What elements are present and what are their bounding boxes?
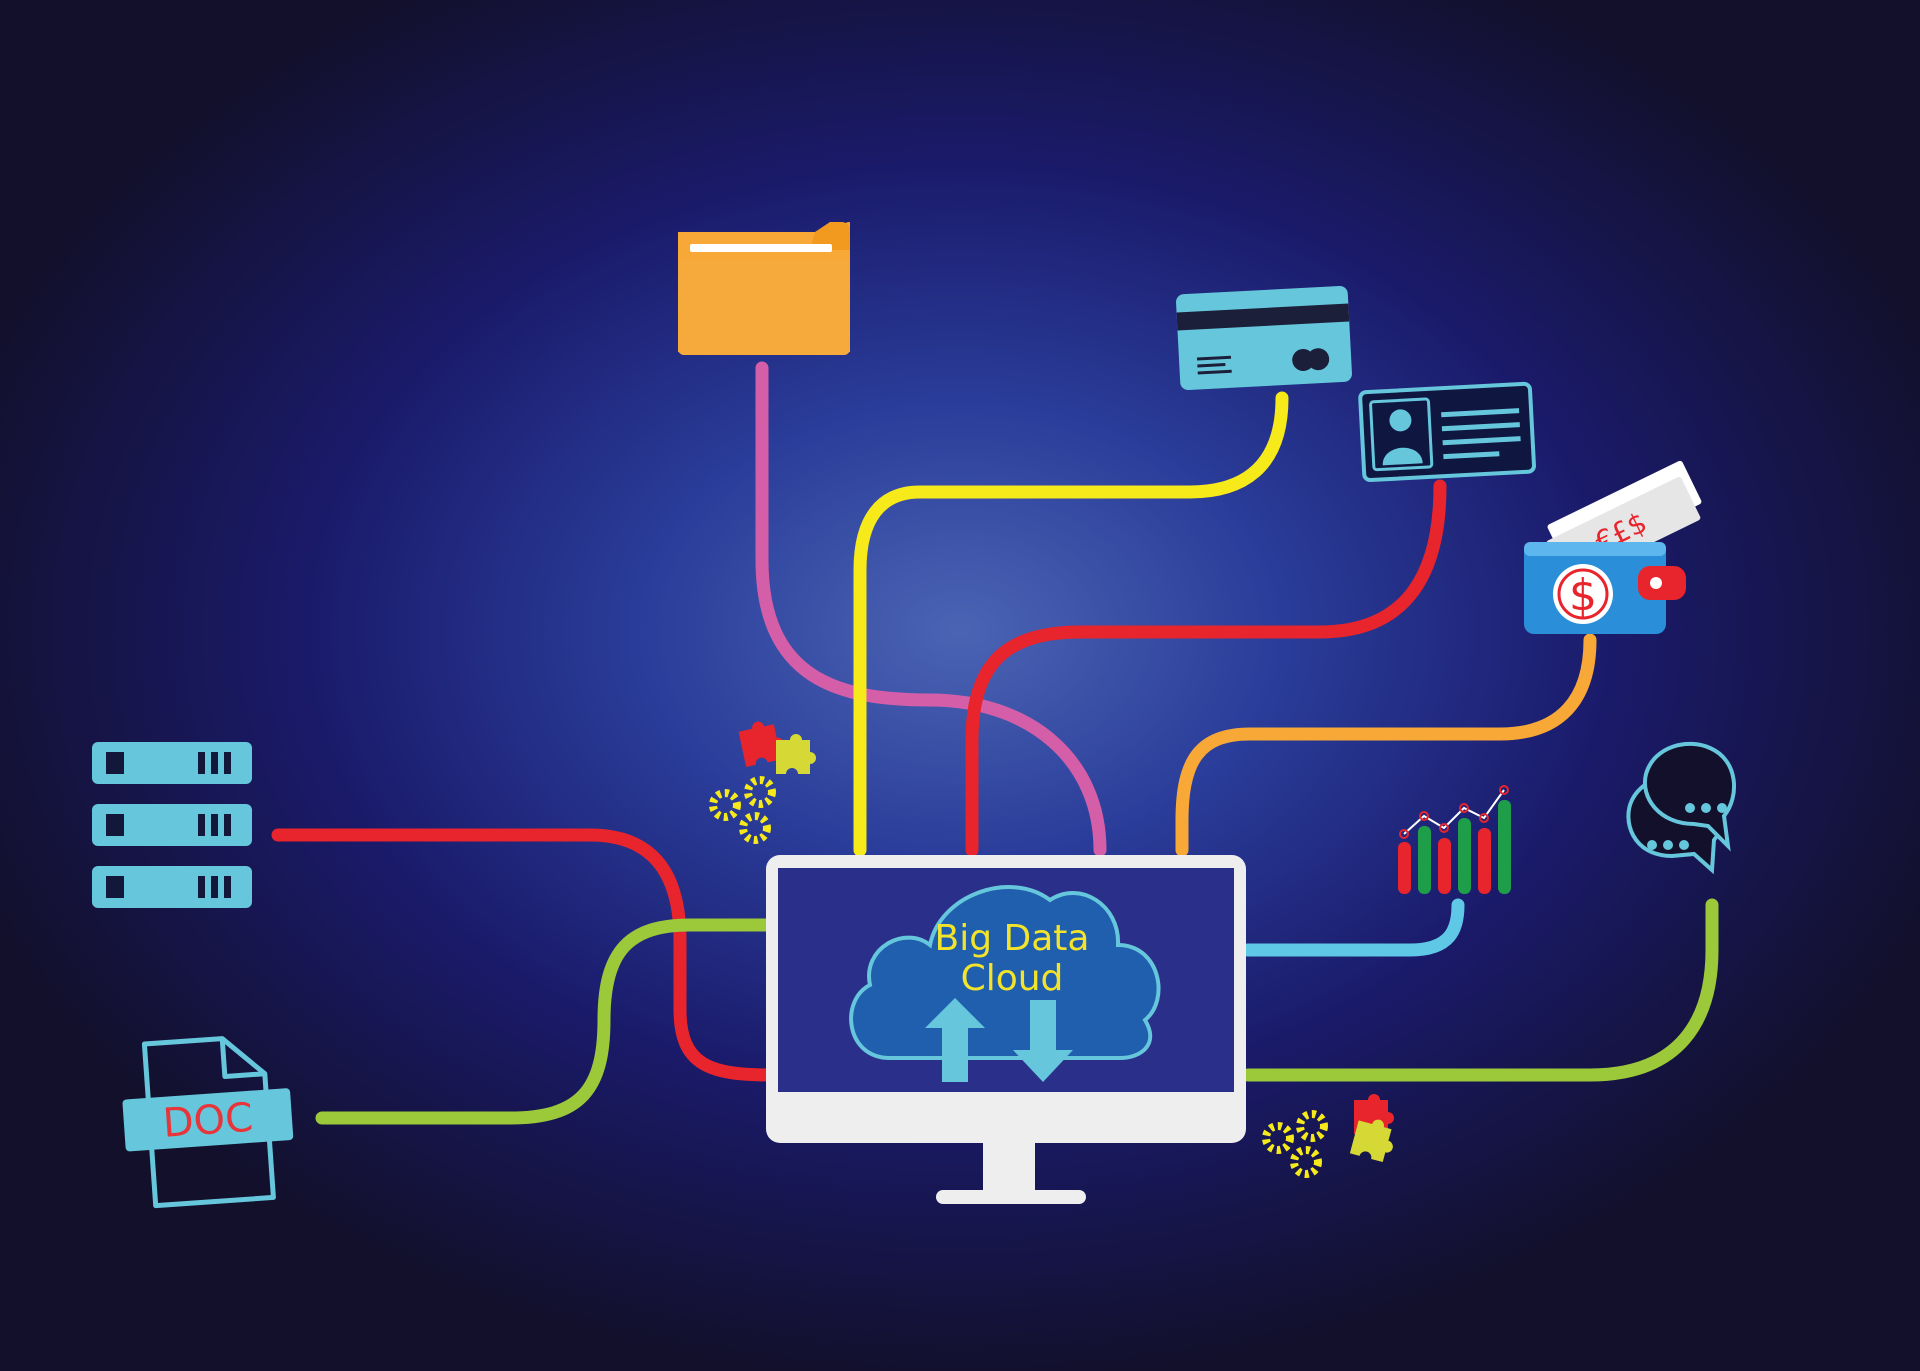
- download-arrow-icon: [1013, 1000, 1073, 1082]
- wallet-dollar: $: [1569, 570, 1597, 621]
- gears-icon: [709, 776, 776, 844]
- line-credit-card: [853, 391, 1289, 857]
- doc-file-icon: DOC: [122, 1036, 294, 1209]
- line-chat: [1241, 898, 1719, 1082]
- credit-card-icon: [1176, 285, 1352, 391]
- line-server: [271, 828, 777, 1082]
- line-chart: [1241, 898, 1465, 957]
- folder-icon: [678, 222, 850, 355]
- id-card-icon: [1358, 381, 1536, 483]
- puzzle-icon-2: [1349, 1094, 1394, 1163]
- line-doc: [315, 918, 777, 1125]
- bar-chart-icon: [1398, 785, 1511, 894]
- cloud-icon: Big Data Cloud: [849, 885, 1161, 1082]
- puzzle-icon: [738, 721, 816, 774]
- line-wallet: [1175, 633, 1597, 857]
- line-id-card: [965, 479, 1447, 857]
- doc-label: DOC: [161, 1095, 254, 1147]
- server-icon: [92, 742, 252, 908]
- center-label-line2: Cloud: [961, 958, 1064, 999]
- chat-bubbles-icon: [1626, 741, 1737, 875]
- upload-arrow-icon: [925, 998, 985, 1082]
- line-folder: [755, 361, 1107, 857]
- gears-icon-2: [1262, 1110, 1328, 1178]
- connector-lines: [271, 361, 1719, 1125]
- center-label-line1: Big Data: [935, 918, 1090, 959]
- wallet-icon: €£$ $: [1524, 460, 1702, 634]
